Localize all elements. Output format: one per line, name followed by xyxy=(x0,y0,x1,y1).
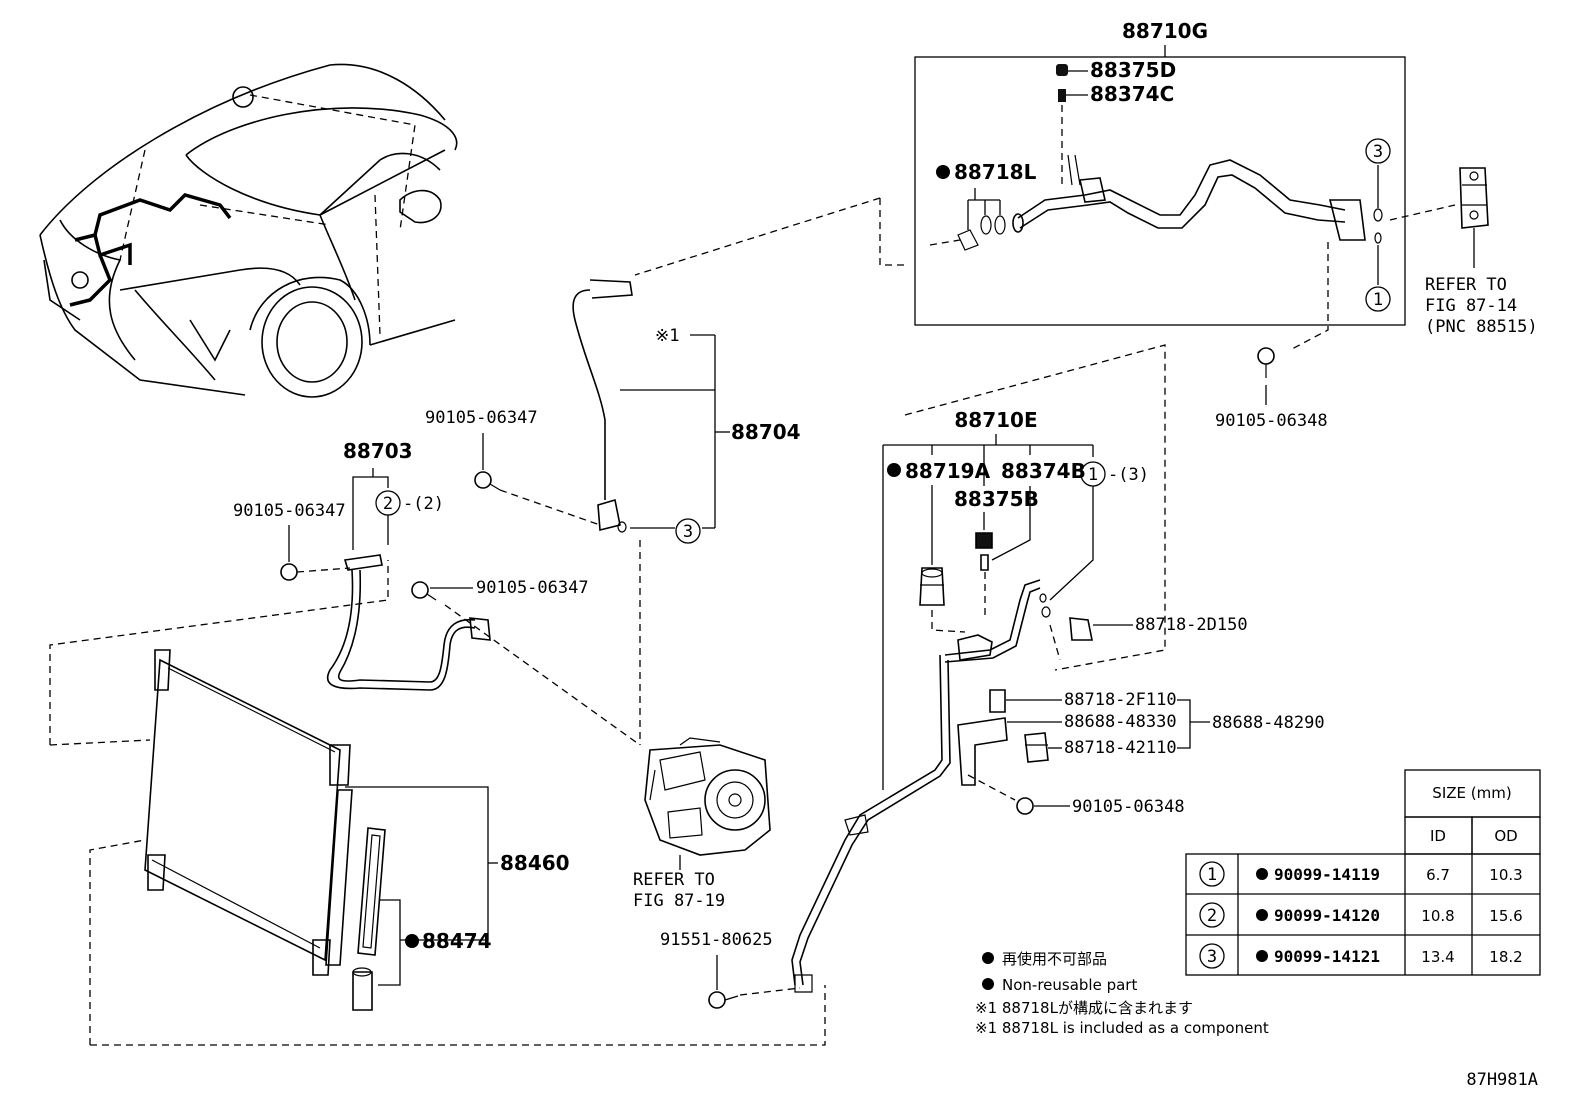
label-bolt-91551: 91551-80625 xyxy=(660,930,773,950)
circle-ref-3-top: 3 xyxy=(1373,142,1383,162)
label-88688-48330: 88688-48330 xyxy=(1064,712,1177,732)
refer-fig-87-14-line1: REFER TO xyxy=(1425,275,1507,295)
group-88710G: 88710G 88375D 88374C 88718L 3 1 xyxy=(914,19,1456,351)
label-88719A: 88719A xyxy=(905,459,991,483)
circle-ref-1-top: 1 xyxy=(1373,290,1383,310)
refer-fig-87-14-line3: (PNC 88515) xyxy=(1425,317,1538,337)
label-bolt-06347-c: 90105-06347 xyxy=(476,578,589,598)
row-ref: 1 xyxy=(1207,865,1217,885)
row-od: 15.6 xyxy=(1489,907,1522,925)
label-ring-1-qty: -(3) xyxy=(1108,465,1149,485)
row-id: 13.4 xyxy=(1421,948,1454,966)
legend-jp-note: ※1 88718Lが構成に含まれます xyxy=(975,999,1193,1017)
row-id: 10.8 xyxy=(1421,907,1454,925)
label-bolt-06347-a: 90105-06347 xyxy=(425,408,538,428)
row-od: 10.3 xyxy=(1489,866,1522,884)
legend-jp-nonreusable: 再使用不可部品 xyxy=(1002,950,1107,968)
label-88718L: 88718L xyxy=(954,160,1037,184)
bolt-91551-80625: 91551-80625 xyxy=(660,930,801,1009)
label-88703: 88703 xyxy=(343,439,413,463)
row-part: 90099-14121 xyxy=(1274,947,1380,966)
group-88710E: 88710E 88719A 88374B 88375B 1 -(3) xyxy=(791,408,1325,993)
size-table: SIZE (mm) ID OD 1 90099-14119 6.7 10.3 2… xyxy=(1185,769,1541,976)
circle-ref-3-hose: 3 xyxy=(683,522,693,542)
refer-fig-87-19-line1: REFER TO xyxy=(633,870,715,890)
bolt-90105-06347-a: 90105-06347 xyxy=(425,408,601,526)
label-88688-48290: 88688-48290 xyxy=(1212,713,1325,733)
row-id: 6.7 xyxy=(1426,866,1450,884)
circle-ref-1-group: 1 xyxy=(1088,465,1098,485)
row-ref: 3 xyxy=(1207,947,1217,967)
label-88375D: 88375D xyxy=(1090,58,1176,82)
table-row: 3 90099-14121 13.4 18.2 xyxy=(1199,943,1523,969)
bolt-90105-06348-top: 90105-06348 xyxy=(1215,347,1328,431)
label-88718-2F110: 88718-2F110 xyxy=(1064,690,1177,710)
label-88375B: 88375B xyxy=(954,487,1039,511)
pipe-88703: 88703 2 -(2) 90105-06347 90105-06347 xyxy=(49,439,641,746)
compressor: REFER TO FIG 87-19 xyxy=(633,737,771,911)
table-row: 2 90099-14120 10.8 15.6 xyxy=(1199,902,1523,928)
label-88718-42110: 88718-42110 xyxy=(1064,738,1177,758)
vehicle-front-illustration xyxy=(39,63,458,398)
expansion-valve-reference: REFER TO FIG 87-14 (PNC 88515) xyxy=(1425,167,1538,337)
label-bolt-06347-b: 90105-06347 xyxy=(233,501,346,521)
label-88710G: 88710G xyxy=(1122,19,1208,43)
group-88710G-frame xyxy=(914,56,1406,326)
size-table-header: SIZE (mm) xyxy=(1432,784,1511,802)
condenser-88460: 88460 88474 xyxy=(49,649,826,1046)
hose-88704: ※1 88704 3 xyxy=(572,279,801,745)
label-88704: 88704 xyxy=(731,420,801,444)
label-88460: 88460 xyxy=(500,851,570,875)
legend: 再使用不可部品 Non-reusable part ※1 88718Lが構成に含… xyxy=(975,950,1269,1037)
table-row: 1 90099-14119 6.7 10.3 xyxy=(1199,861,1523,887)
row-od: 18.2 xyxy=(1489,948,1522,966)
row-ref: 2 xyxy=(1207,906,1217,926)
label-bolt-06348-top: 90105-06348 xyxy=(1215,411,1328,431)
refer-fig-87-19-line2: FIG 87-19 xyxy=(633,891,725,911)
size-table-col-id: ID xyxy=(1430,827,1446,845)
legend-en-note: ※1 88718L is included as a component xyxy=(975,1019,1269,1037)
diagram-id: 87H981A xyxy=(1466,1070,1538,1090)
label-88718-2D150: 88718-2D150 xyxy=(1135,615,1248,635)
label-88374C: 88374C xyxy=(1090,82,1174,106)
refer-fig-87-14-line2: FIG 87-14 xyxy=(1425,296,1517,316)
note-star-1: ※1 xyxy=(655,326,679,346)
legend-en-nonreusable: Non-reusable part xyxy=(1002,976,1137,994)
label-ring-2-qty: -(2) xyxy=(403,494,444,514)
row-part: 90099-14120 xyxy=(1274,906,1380,925)
label-88474: 88474 xyxy=(422,929,492,953)
row-part: 90099-14119 xyxy=(1274,865,1380,884)
size-table-col-od: OD xyxy=(1494,827,1517,845)
label-88710E: 88710E xyxy=(954,408,1037,432)
circle-ref-2-pipe: 2 xyxy=(383,494,393,514)
label-bolt-06348-mid: 90105-06348 xyxy=(1072,797,1185,817)
label-88374B: 88374B xyxy=(1001,459,1086,483)
